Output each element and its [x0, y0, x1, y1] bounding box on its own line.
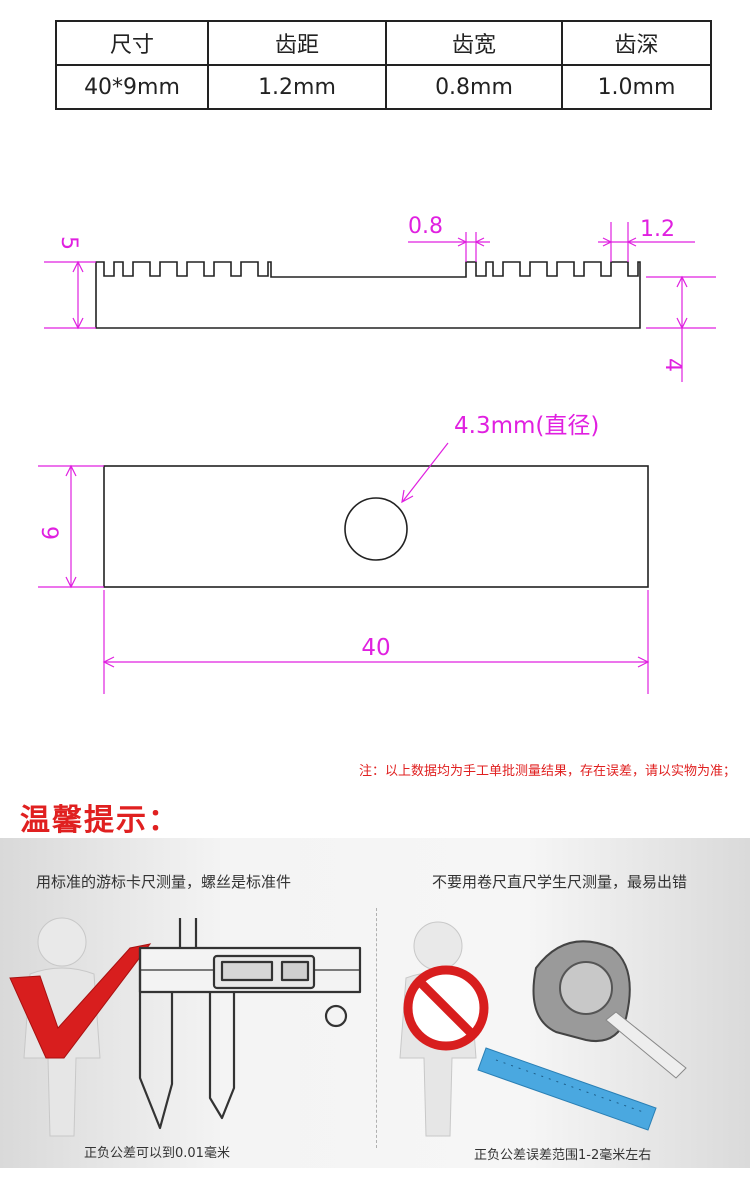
value-tooth-depth: 1.0mm [561, 64, 712, 110]
spec-value-row: 40*9mm 1.2mm 0.8mm 1.0mm [55, 64, 712, 110]
dimension-tooth-width [408, 232, 490, 262]
check-mark-icon [9, 943, 152, 1059]
technical-drawing: 5 0.8 1.2 4 4.3mm(直径) [36, 214, 716, 694]
left-tolerance: 正负公差可以到0.01毫米 [84, 1146, 230, 1161]
side-view-profile [95, 261, 641, 329]
header-tooth-width: 齿宽 [385, 20, 563, 66]
value-tooth-width: 0.8mm [385, 64, 563, 110]
right-tolerance: 正负公差误差范围1-2毫米左右 [474, 1148, 652, 1163]
spec-table: 尺寸 齿距 齿宽 齿深 40*9mm 1.2mm 0.8mm 1.0mm [55, 20, 712, 110]
dimension-height [44, 260, 96, 330]
vernier-caliper-icon [138, 918, 362, 1130]
label-tooth-pitch: 1.2 [640, 217, 675, 242]
label-tooth-width: 0.8 [408, 214, 443, 239]
caliper-illustration [9, 917, 362, 1137]
dimension-base [646, 275, 716, 382]
top-view-plate [103, 465, 649, 588]
hole-callout [401, 442, 449, 504]
tips-panel: 用标准的游标卡尺测量，螺丝是标准件 不要用卷尺直尺学生尺测量，最易出错 正负公差… [0, 838, 750, 1168]
right-caption: 不要用卷尺直尺学生尺测量，最易出错 [432, 873, 688, 891]
label-width: 9 [36, 526, 61, 540]
panel-divider [376, 908, 377, 1148]
tape-measure-icon [532, 940, 687, 1079]
value-pitch: 1.2mm [207, 64, 387, 110]
label-hole-diameter: 4.3mm(直径) [454, 413, 599, 439]
measurement-note: 注：以上数据均为手工单批测量结果，存在误差，请以实物为准； [358, 764, 736, 779]
header-tooth-depth: 齿深 [561, 20, 712, 66]
dimension-tooth-pitch [598, 222, 695, 262]
header-size: 尺寸 [55, 20, 209, 66]
spec-header-row: 尺寸 齿距 齿宽 齿深 [55, 20, 712, 66]
tips-title: 温馨提示： [20, 803, 180, 838]
left-caption: 用标准的游标卡尺测量，螺丝是标准件 [36, 873, 292, 891]
header-pitch: 齿距 [207, 20, 387, 66]
prohibition-icon [403, 965, 489, 1051]
label-length: 40 [361, 635, 390, 661]
dimension-length [102, 590, 650, 694]
ruler-icon [477, 1047, 657, 1131]
tape-measure-illustration [399, 921, 687, 1137]
mounting-hole [344, 497, 408, 561]
dimension-width [38, 464, 104, 589]
label-base: 4 [660, 358, 685, 372]
label-height: 5 [56, 236, 81, 250]
value-size: 40*9mm [55, 64, 209, 110]
